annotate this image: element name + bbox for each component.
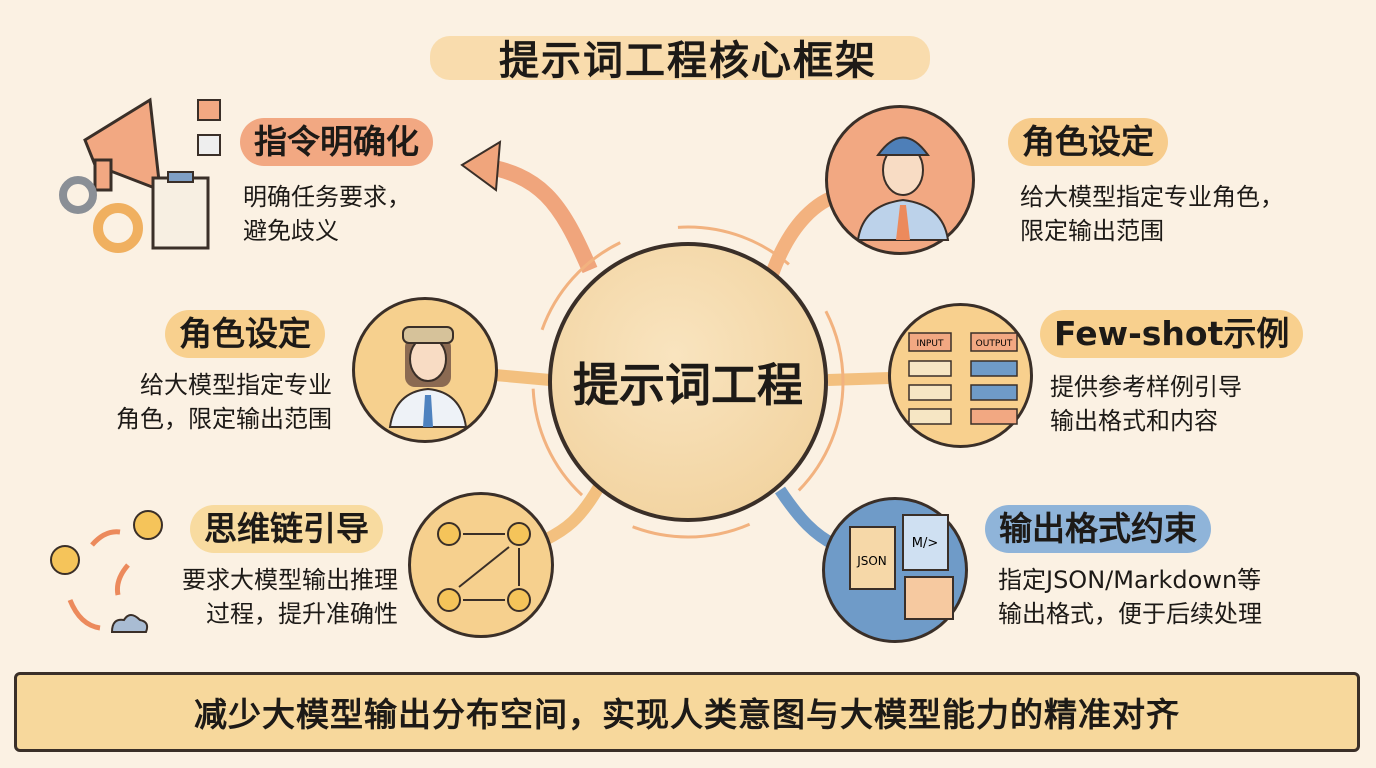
role-left-circle (352, 297, 498, 443)
center-node: 提示词工程 (548, 242, 828, 522)
role-left-desc-line1: 给大模型指定专业 (140, 371, 332, 399)
fewshot-desc-line2: 输出格式和内容 (1050, 407, 1218, 435)
format-label: 输出格式约束 (985, 505, 1211, 553)
role-right-circle (825, 105, 975, 255)
cot-label: 思维链引导 (190, 505, 383, 553)
instruction-label: 指令明确化 (240, 118, 433, 166)
connector-role-left (494, 369, 551, 386)
json-text: JSON (856, 554, 887, 568)
cot-desc-line2: 过程，提升准确性 (206, 600, 398, 628)
role-left-desc: 给大模型指定专业角色，限定输出范围 (60, 368, 332, 436)
lightbulb-network-icon (437, 522, 531, 612)
center-halo (531, 225, 845, 539)
fewshot-desc-line1: 提供参考样例引导 (1050, 373, 1242, 401)
fewshot-desc: 提供参考样例引导输出格式和内容 (1050, 370, 1242, 438)
role-left-label: 角色设定 (165, 310, 325, 358)
person-engineer-icon (856, 136, 950, 241)
person-female-icon (388, 326, 468, 428)
center-label: 提示词工程 (573, 358, 803, 412)
format-circle: JSON M/> (822, 497, 968, 643)
format-desc-line1: 指定JSON/Markdown等 (998, 566, 1262, 594)
cot-desc-line1: 要求大模型输出推理 (182, 566, 398, 594)
summary-banner: 减少大模型输出分布空间，实现人类意图与大模型能力的精准对齐 (14, 672, 1360, 752)
input-text: INPUT (917, 339, 944, 349)
cot-desc: 要求大模型输出推理过程，提升准确性 (140, 563, 398, 631)
role-left-desc-line2: 角色，限定输出范围 (116, 405, 332, 433)
arrowhead-instruction (460, 140, 502, 192)
markdown-text: M/> (912, 536, 939, 551)
output-text: OUTPUT (976, 339, 1013, 349)
cot-circle (408, 492, 554, 638)
role-right-desc-line2: 限定输出范围 (1020, 217, 1164, 245)
format-desc: 指定JSON/Markdown等输出格式，便于后续处理 (998, 563, 1262, 631)
format-desc-line2: 输出格式，便于后续处理 (998, 600, 1262, 628)
arrow-instruction (478, 157, 598, 274)
role-right-desc: 给大模型指定专业角色， 限定输出范围 (1020, 180, 1284, 248)
fewshot-label: Few-shot示例 (1040, 310, 1304, 358)
file-format-icon: JSON M/> (849, 514, 954, 620)
fewshot-circle: INPUT OUTPUT (888, 303, 1033, 448)
instruction-desc: 明确任务要求， 避免歧义 (243, 180, 411, 248)
page-title: 提示词工程核心框架 (499, 38, 877, 84)
instruction-desc-line1: 明确任务要求， (243, 183, 411, 211)
input-output-icon: INPUT OUTPUT (908, 332, 1018, 425)
role-right-label: 角色设定 (1008, 118, 1168, 166)
connector-cot (542, 482, 606, 546)
instruction-desc-line2: 避免歧义 (243, 217, 339, 245)
title-highlight (430, 36, 930, 80)
connector-fewshot (827, 372, 891, 386)
role-right-desc-line1: 给大模型指定专业角色， (1020, 183, 1284, 211)
